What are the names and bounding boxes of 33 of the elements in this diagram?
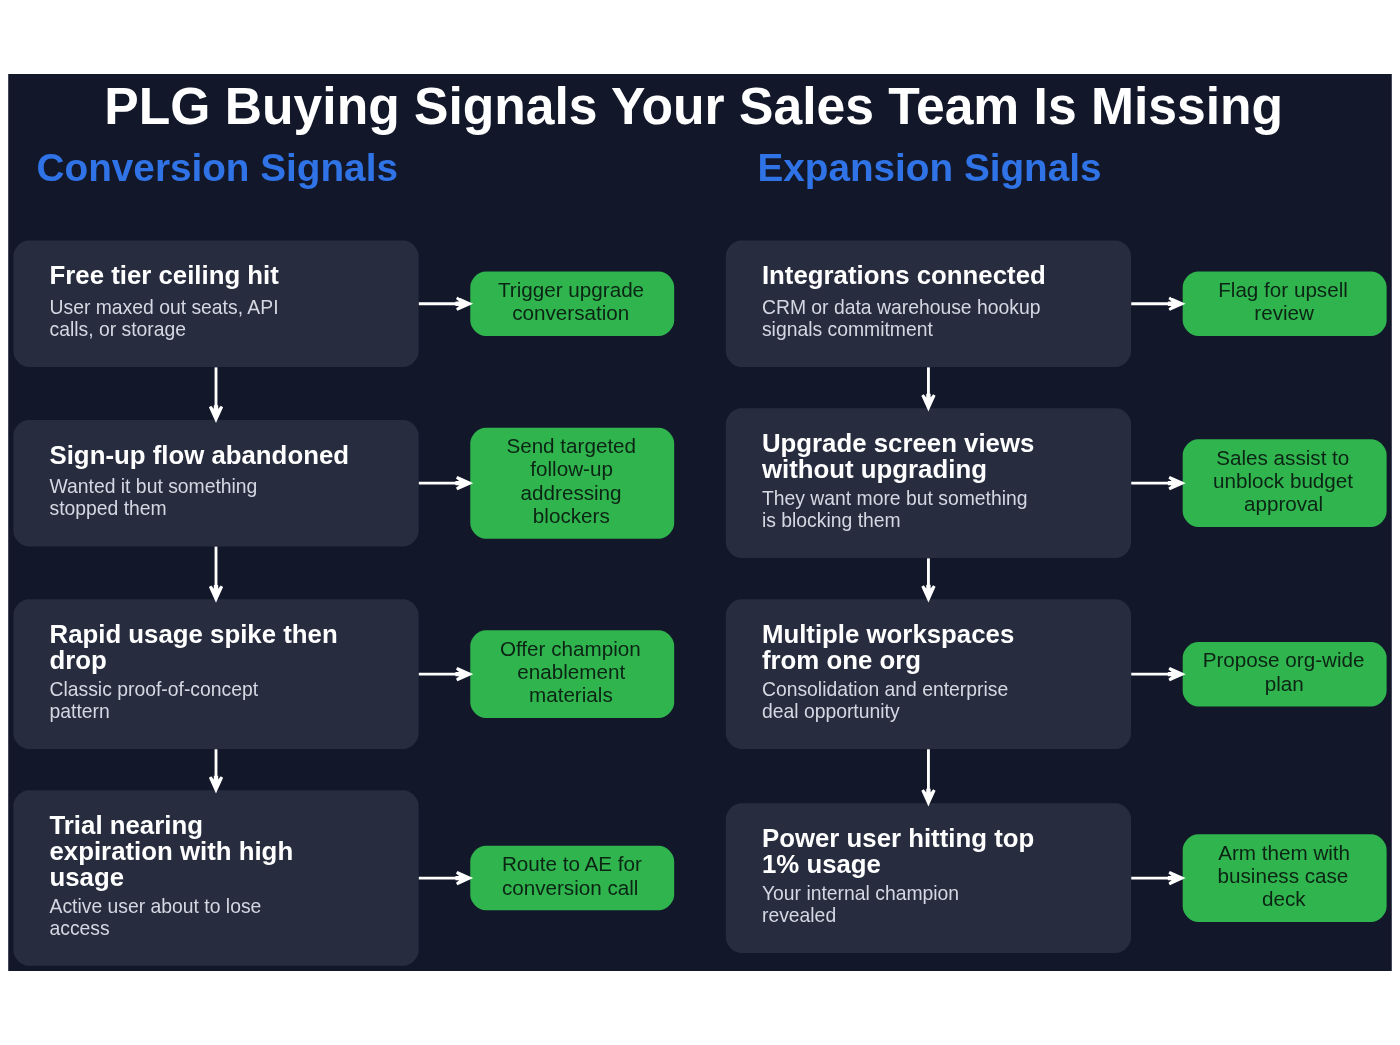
node-box: Multiple workspaces from one org Consolidation and enterprise deal opportunity <box>725 599 1132 749</box>
arrow <box>1131 666 1184 682</box>
arrow <box>1131 296 1184 311</box>
node-box: Power user hitting top 1% usage Your internal champion revealed <box>725 803 1132 953</box>
label: Expansion Signals <box>757 146 1102 190</box>
node-box: Sign-up flow abandoned Wanted it but something stopped them <box>13 419 419 547</box>
arrow <box>418 296 472 311</box>
arrow <box>208 367 224 421</box>
arrow <box>418 666 472 682</box>
arrow <box>208 546 224 601</box>
node-box: Arm them with business case deck <box>1182 834 1387 922</box>
node-box: Route to AE for conversion call <box>470 845 675 911</box>
diagram-title: PLG Buying Signals Your Sales Team Is Missing <box>104 77 1284 136</box>
node-box: Sales assist to unblock budget approval <box>1182 439 1387 527</box>
arrow <box>921 749 936 805</box>
arrow <box>418 475 472 491</box>
node-box: Flag for upsell review <box>1182 271 1387 336</box>
node-box: Rapid usage spike then drop Classic proof-of-concept pattern <box>13 599 419 749</box>
arrow <box>1131 870 1184 886</box>
node-box: Trigger upgrade conversation <box>470 271 675 336</box>
arrow <box>921 558 936 601</box>
label: Conversion Signals <box>36 146 398 190</box>
node-box: Upgrade screen views without upgrading They want more but something is blocking them <box>725 408 1132 558</box>
arrow <box>418 870 472 886</box>
node-box: Offer champion enablement materials <box>470 630 675 719</box>
arrow <box>921 367 936 410</box>
node-box: Propose org-wide plan <box>1182 641 1387 707</box>
node-box: Integrations connected CRM or data warehouse hookup signals commitment <box>725 240 1132 367</box>
arrow <box>1131 475 1184 491</box>
node-box: Free tier ceiling hit User maxed out seats, API calls, or storage <box>13 240 419 367</box>
arrow <box>208 749 224 792</box>
node-box: Send targeted follow-up addressing blockers <box>470 427 675 539</box>
node-box: Trial nearing expiration with high usage Active user about to lose access <box>13 790 419 966</box>
